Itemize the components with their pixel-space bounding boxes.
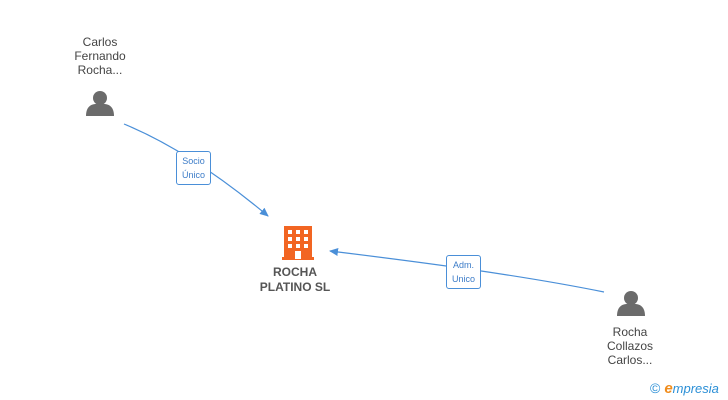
- brand-name-rest: mpresia: [672, 381, 719, 396]
- company-line-2: PLATINO SL: [259, 280, 331, 294]
- person-top-line-2: Fernando: [74, 49, 126, 63]
- edge-label-socio-unico[interactable]: Socio Único: [176, 151, 212, 185]
- edge-top-line-2: Único: [182, 170, 206, 180]
- person-icon[interactable]: [86, 91, 114, 116]
- person-icon[interactable]: [617, 291, 645, 316]
- copyright-icon: ©: [650, 380, 661, 396]
- edge-top-line-1: Socio: [182, 156, 205, 166]
- person-bottom-line-2: Collazos: [606, 339, 654, 353]
- person-label-top[interactable]: Carlos Fernando Rocha...: [60, 35, 140, 77]
- empresia-brand[interactable]: ©empresia: [650, 380, 719, 397]
- edge-bottom-line-1: Adm.: [453, 260, 475, 270]
- person-top-line-1: Carlos: [82, 35, 118, 49]
- edge-bottom-line-2: Unico: [452, 274, 476, 284]
- company-label[interactable]: ROCHA PLATINO SL: [245, 265, 345, 295]
- edge-label-adm-unico[interactable]: Adm. Unico: [446, 255, 482, 289]
- person-bottom-line-1: Rocha: [612, 325, 648, 339]
- person-bottom-line-3: Carlos...: [607, 353, 653, 367]
- building-icon[interactable]: [282, 226, 314, 260]
- person-top-line-3: Rocha...: [77, 63, 123, 77]
- brand-letter-e: e: [664, 380, 673, 397]
- company-line-1: ROCHA: [273, 265, 317, 279]
- person-label-bottom[interactable]: Rocha Collazos Carlos...: [590, 325, 670, 367]
